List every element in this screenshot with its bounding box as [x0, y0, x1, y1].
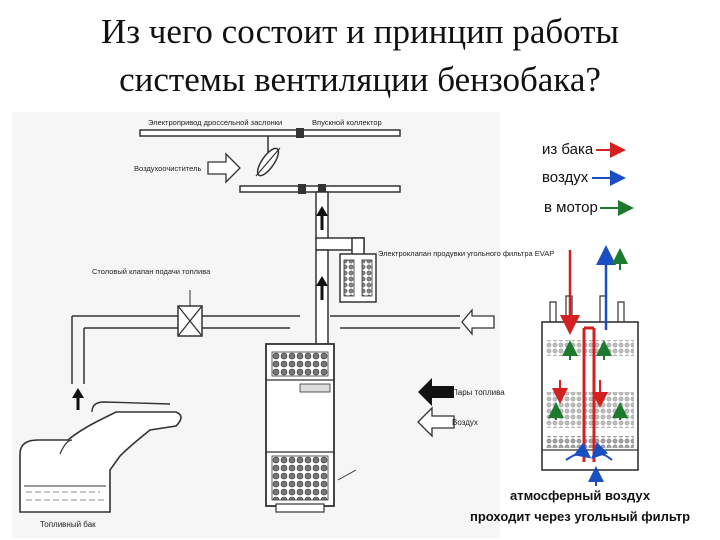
caption-line-1: атмосферный воздух — [510, 488, 651, 503]
canister-flow-diagram — [541, 245, 639, 486]
purge-line — [315, 191, 365, 257]
legend: из бака воздух в мотор — [542, 141, 634, 216]
fuel-vapor-arrow-icon — [418, 378, 454, 406]
title-line-1: Из чего состоит и принцип работы — [100, 12, 620, 51]
intake-manifold — [139, 128, 401, 138]
charcoal-canister — [265, 343, 357, 513]
throttle-actuator-label: Электропривод дроссельной заслонки — [148, 118, 282, 127]
fuel-vapor-label: Пары топлива — [452, 388, 505, 397]
slide-title: Из чего состоит и принцип работы системы… — [0, 8, 720, 104]
air-cleaner-arrow-icon — [207, 152, 241, 184]
purge-valve-label: Электроклапан продувки угольного фильтра… — [378, 249, 554, 258]
air-arrow-icon — [417, 406, 455, 438]
air-inlet-pipe — [330, 308, 495, 336]
intake-manifold-label: Впускной коллектор — [312, 118, 382, 127]
air-label: Воздух — [452, 418, 478, 427]
check-valve-label: Столовый клапан подачи топлива — [92, 267, 211, 276]
legend-to-engine-label: в мотор — [544, 199, 598, 216]
title-line-2: системы вентиляции бензобака? — [119, 60, 601, 99]
valve-to-canister-pipe — [315, 249, 329, 347]
check-valve — [177, 290, 203, 337]
throttle-plate — [255, 136, 281, 177]
purge-valve-label-text: Электроклапан продувки угольного фильтра… — [378, 249, 554, 258]
air-cleaner-label: Воздухоочиститель — [134, 164, 201, 173]
caption-line-2: проходит через угольный фильтр — [470, 509, 690, 524]
fuel-tank-label: Топливный бак — [40, 520, 96, 529]
fuel-tank — [19, 401, 182, 513]
purge-valve — [339, 253, 377, 303]
legend-from-tank-label: из бака — [542, 141, 594, 158]
legend-air-label: воздух — [542, 169, 589, 186]
